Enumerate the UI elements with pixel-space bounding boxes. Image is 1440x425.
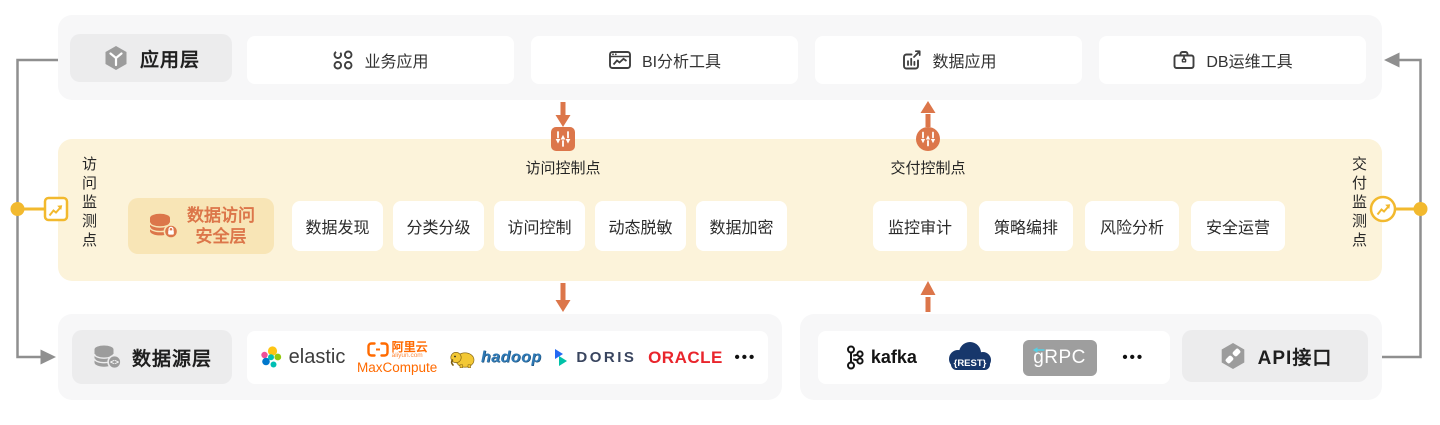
sliders-circle-icon xyxy=(915,126,941,152)
more-datasources-ellipsis: ••• xyxy=(734,349,757,366)
delivery-layer: kafka {REST} gRPC ••• xyxy=(800,314,1382,400)
data-access-security-layer: 访问监测点 交付监测点 xyxy=(58,127,1382,281)
card-label: 业务应用 xyxy=(364,54,429,71)
access-monitor-dot xyxy=(10,202,25,216)
rest-cloud-logo: {REST} xyxy=(948,341,991,370)
rest-wordmark: {REST} xyxy=(953,358,986,369)
delivery-monitor-dot xyxy=(1413,202,1428,216)
kafka-logo: kafka xyxy=(844,345,917,370)
database-code-icon: <> xyxy=(93,345,122,370)
access-monitor-label: 访问监测点 xyxy=(80,156,97,251)
card-data-discovery: 数据发现 xyxy=(292,201,383,251)
aliyun-wordmark: 阿里云 xyxy=(391,339,428,354)
card-business-app: 业务应用 xyxy=(247,36,514,84)
card-dynamic-masking: 动态脱敏 xyxy=(595,201,686,251)
aliyun-domain: aliyun.com xyxy=(391,351,423,359)
grpc-logo: gRPC xyxy=(1022,339,1097,376)
datasource-logos-card: elastic 阿里云 aliyun.com MaxCompute xyxy=(247,331,768,384)
security-layer-title: 数据访问 安全层 xyxy=(187,205,255,248)
application-layer-title: 应用层 xyxy=(139,49,200,71)
card-bi-tool: BI分析工具 xyxy=(531,36,798,84)
delivery-control-point-label: 交付控制点 xyxy=(890,160,966,177)
right-flow-arrowhead xyxy=(1384,52,1400,68)
api-chip: API接口 xyxy=(1182,330,1368,382)
card-monitoring-audit: 监控审计 xyxy=(873,201,967,251)
left-flow-connector xyxy=(16,58,58,365)
maxcompute-wordmark: MaxCompute xyxy=(357,360,438,375)
delivery-monitor-label: 交付监测点 xyxy=(1350,156,1367,251)
hexagon-plug-icon xyxy=(1221,343,1244,369)
doris-wordmark: DORIS xyxy=(576,349,637,366)
security-layer-chip: 数据访问 安全层 xyxy=(128,198,274,254)
hadoop-wordmark: hadoop xyxy=(480,348,542,366)
card-data-app: 数据应用 xyxy=(815,36,1082,84)
toolbox-icon xyxy=(1173,51,1195,69)
right-flow-connector xyxy=(1382,52,1422,359)
card-policy-orchestration: 策略编排 xyxy=(979,201,1073,251)
svg-text:<>: <> xyxy=(110,358,119,367)
card-label: DB运维工具 xyxy=(1206,54,1293,71)
card-access-control: 访问控制 xyxy=(494,201,585,251)
data-source-layer: <> 数据源层 elastic xyxy=(58,314,782,400)
grpc-wordmark: gRPC xyxy=(1033,346,1086,368)
card-label: BI分析工具 xyxy=(641,54,722,71)
kafka-wordmark: kafka xyxy=(870,347,917,367)
card-db-ops: DB运维工具 xyxy=(1099,36,1366,84)
card-label: 数据应用 xyxy=(932,54,997,71)
aliyun-bracket-icon xyxy=(366,342,389,357)
card-data-encryption: 数据加密 xyxy=(696,201,787,251)
data-source-title: 数据源层 xyxy=(131,348,212,370)
delivery-capability-cards: 监控审计 策略编排 风险分析 安全运营 xyxy=(873,201,1285,251)
kafka-icon xyxy=(846,345,864,370)
monitor-chart-icon xyxy=(608,51,631,69)
doris-logo: DORIS xyxy=(553,348,636,367)
doris-icon xyxy=(555,349,568,366)
app-grid-icon xyxy=(334,50,353,70)
database-lock-icon xyxy=(149,213,179,239)
api-title: API接口 xyxy=(1257,347,1333,369)
oracle-logo: ORACLE xyxy=(648,347,723,367)
elastic-icon xyxy=(260,345,281,367)
elastic-wordmark: elastic xyxy=(288,346,346,368)
grpc-arrow-icon xyxy=(1032,346,1045,353)
chart-export-icon xyxy=(903,50,922,70)
application-layer-chip: 应用层 xyxy=(70,34,232,82)
sliders-square-icon xyxy=(550,126,576,152)
access-capability-cards: 数据发现 分类分级 访问控制 动态脱敏 数据加密 xyxy=(292,201,787,251)
left-flow-arrowhead xyxy=(40,349,56,365)
security-title-line2: 安全层 xyxy=(195,227,247,246)
delivery-logos-card: kafka {REST} gRPC ••• xyxy=(818,331,1170,384)
access-control-point-label: 访问控制点 xyxy=(525,160,601,177)
card-security-operations: 安全运营 xyxy=(1191,201,1285,251)
hadoop-logo: hadoop xyxy=(449,348,542,368)
hexagon-cube-icon xyxy=(105,46,127,70)
security-title-line1: 数据访问 xyxy=(187,205,255,225)
more-delivery-ellipsis: ••• xyxy=(1122,349,1145,366)
data-source-chip: <> 数据源层 xyxy=(72,330,232,384)
card-risk-analysis: 风险分析 xyxy=(1085,201,1179,251)
elastic-logo: elastic xyxy=(259,345,346,370)
card-classification: 分类分级 xyxy=(393,201,484,251)
maxcompute-logo: 阿里云 aliyun.com MaxCompute xyxy=(357,341,437,375)
application-cards: 业务应用 BI分析工具 xyxy=(247,36,1366,84)
hadoop-elephant-icon xyxy=(450,351,475,368)
application-layer: 应用层 业务应用 xyxy=(58,15,1382,100)
